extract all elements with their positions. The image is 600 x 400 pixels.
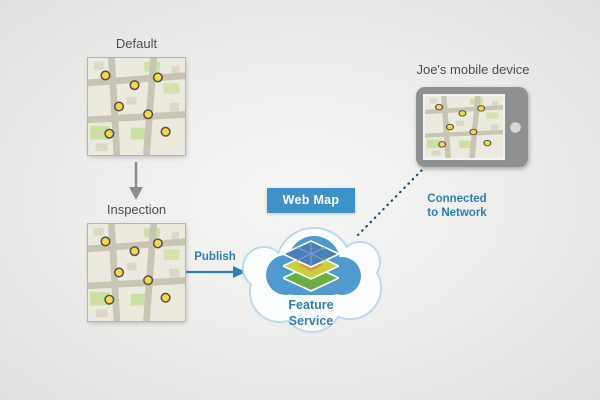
default-map-thumbnail: [87, 57, 186, 156]
connected-to-network-label: Connected to Network: [427, 193, 487, 220]
tablet-screen: [423, 94, 505, 160]
feature-service-label: Feature Service: [288, 298, 334, 328]
default-map-icon: [88, 58, 185, 155]
inspection-map-label: Inspection: [106, 202, 167, 217]
network-dotted-connector: [356, 166, 426, 237]
tablet-map-icon: [425, 96, 503, 158]
device-label: Joe's mobile device: [416, 62, 530, 77]
publish-label: Publish: [194, 251, 236, 263]
default-map-label: Default: [115, 36, 158, 51]
inspection-map-thumbnail: [87, 223, 186, 322]
tablet-home-button: [510, 121, 521, 133]
tablet-device: [416, 87, 528, 167]
inspection-map-icon: [88, 224, 185, 321]
arrow-down-icon: [129, 162, 143, 200]
publish-arrow-icon: [186, 266, 246, 278]
map-layers-icon: [283, 240, 339, 292]
web-map-badge: Web Map: [267, 188, 355, 213]
